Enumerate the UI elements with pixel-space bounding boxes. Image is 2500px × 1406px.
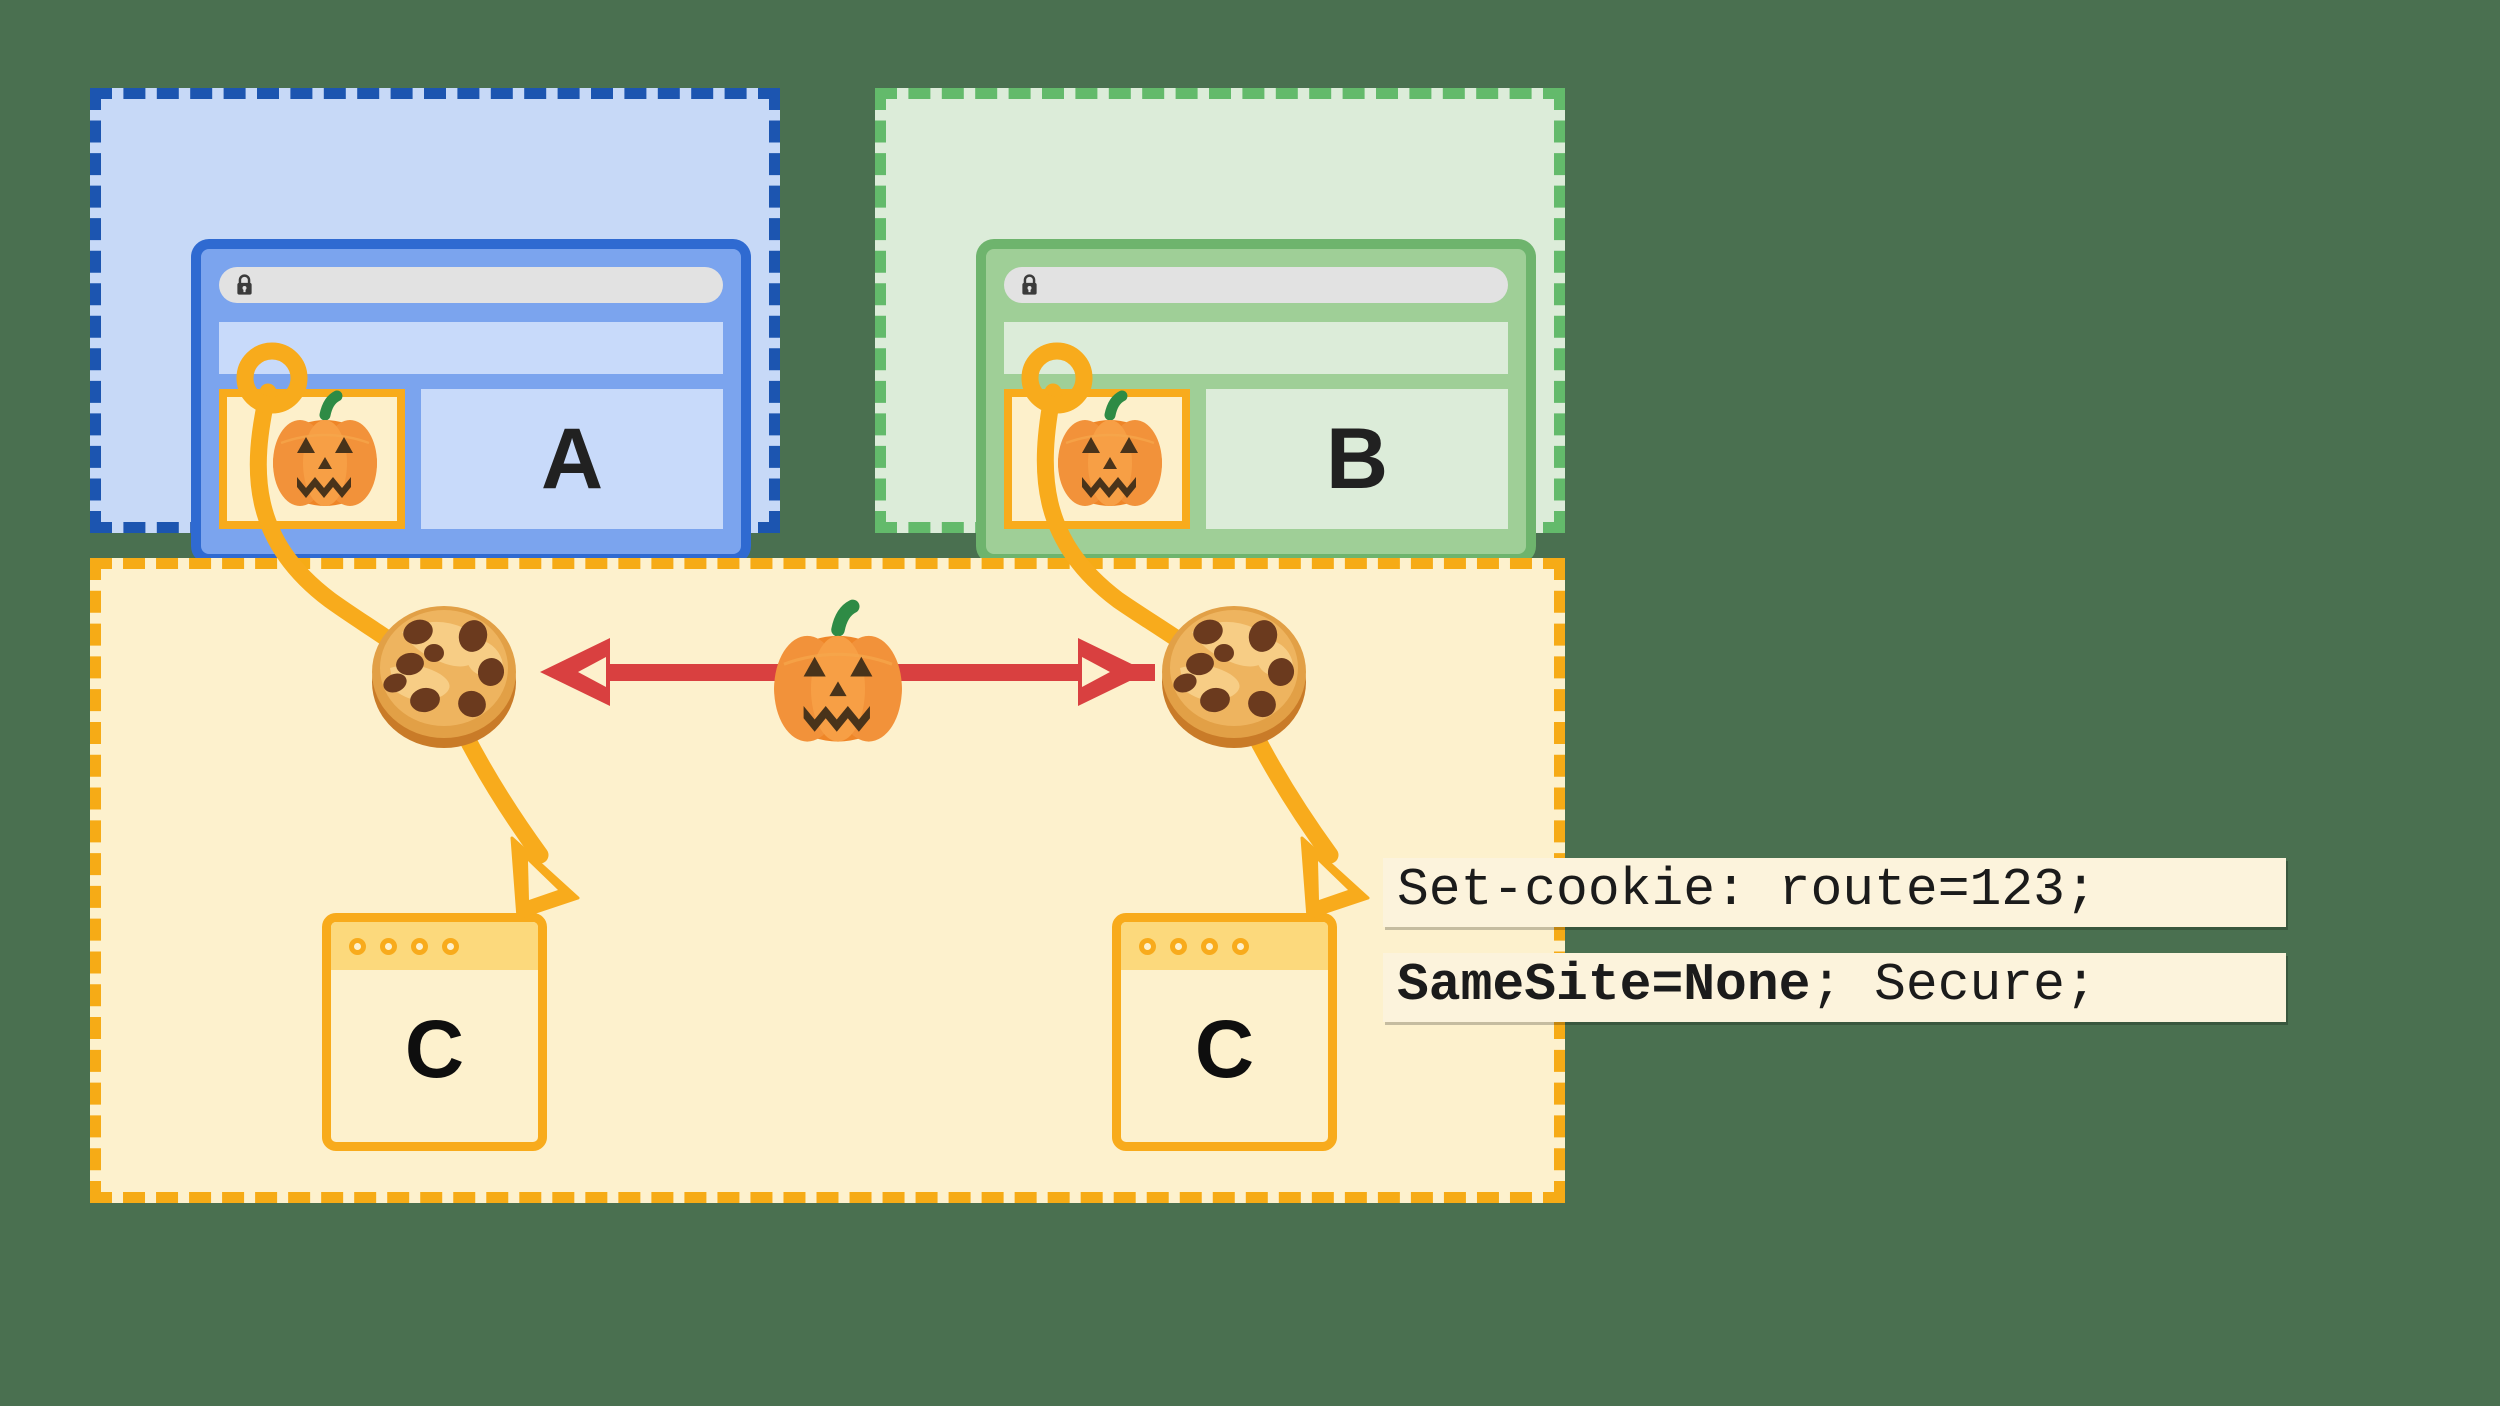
context-panel-b: B <box>875 88 1565 564</box>
browser-window-a: A <box>191 239 751 564</box>
pumpkin-icon <box>1058 390 1162 506</box>
server-body: C <box>1133 982 1316 1118</box>
context-panel-a: A <box>90 88 780 564</box>
lock-icon <box>1022 274 1037 295</box>
window-dot <box>1139 937 1156 955</box>
server-window-c-left: C <box>322 913 547 1151</box>
cookie-icon <box>372 606 516 748</box>
window-dot <box>1232 937 1249 955</box>
url-bar-a[interactable] <box>219 267 723 303</box>
window-dot <box>411 937 428 955</box>
content-panes-a: A <box>219 389 723 529</box>
window-dot <box>380 937 397 955</box>
embedded-frame-b <box>1004 389 1190 529</box>
browser-window-b: B <box>976 239 1536 564</box>
url-bar-b[interactable] <box>1004 267 1508 303</box>
server-window-c-right: C <box>1112 913 1337 1151</box>
server-letter: C <box>1194 1004 1255 1095</box>
set-cookie-line-2: SameSite=None; Secure; <box>1383 953 2286 1022</box>
pumpkin-icon <box>774 599 902 742</box>
server-body: C <box>343 982 526 1118</box>
server-titlebar <box>1121 922 1328 970</box>
window-dot <box>1201 937 1218 955</box>
site-letter-b: B <box>1206 389 1508 529</box>
secure-token: ; Secure; <box>1810 955 2097 1015</box>
window-dot <box>1170 937 1187 955</box>
window-dot <box>349 937 366 955</box>
site-letter-a: A <box>421 389 723 529</box>
samesite-none-token: SameSite=None <box>1397 955 1811 1015</box>
pumpkin-icon <box>273 390 377 506</box>
content-strip-a <box>219 322 723 374</box>
cookie-icon <box>1162 606 1306 748</box>
window-dot <box>442 937 459 955</box>
set-cookie-line-1: Set-cookie: route=123; <box>1383 858 2286 927</box>
lock-icon <box>237 274 252 295</box>
content-panes-b: B <box>1004 389 1508 529</box>
content-strip-b <box>1004 322 1508 374</box>
embedded-frame-a <box>219 389 405 529</box>
server-letter: C <box>404 1004 465 1095</box>
server-titlebar <box>331 922 538 970</box>
